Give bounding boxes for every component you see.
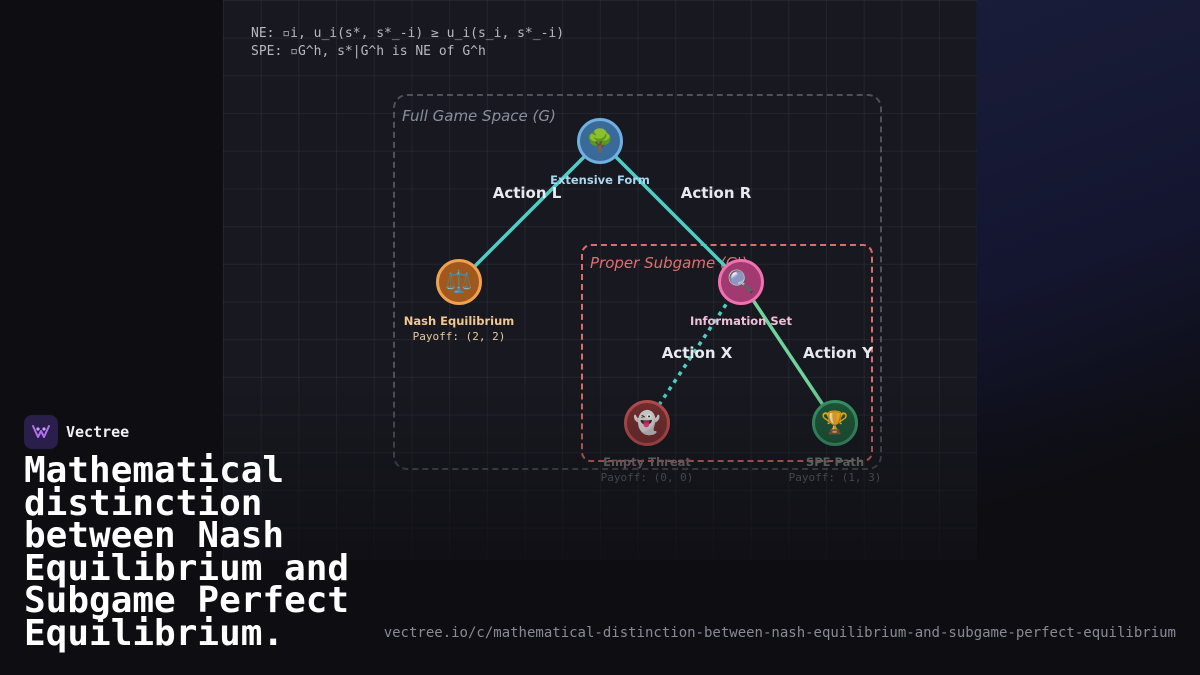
nash-node-label: Nash Equilibrium xyxy=(403,314,515,328)
edge-action-x xyxy=(645,281,743,424)
empty-threat-label: Empty Threat xyxy=(603,455,691,469)
spe-node[interactable]: 🏆 xyxy=(812,400,858,446)
subgame-label: Proper Subgame (G') xyxy=(590,254,748,272)
root-node[interactable]: 🌳 xyxy=(577,118,623,164)
magnifier-icon: 🔍 xyxy=(727,269,755,295)
edge-action-r xyxy=(598,139,743,284)
edge-label-action-x: Action X xyxy=(661,344,733,362)
brand[interactable]: Vectree xyxy=(24,415,129,449)
edge-label-action-r: Action R xyxy=(680,184,752,202)
edge-label-action-y: Action Y xyxy=(803,344,873,362)
root-node-label: Extensive Form xyxy=(550,173,650,187)
vectree-logo-icon xyxy=(24,415,58,449)
spe-node-payoff: Payoff: (1, 3) xyxy=(788,471,882,484)
empty-threat-payoff: Payoff: (0, 0) xyxy=(600,471,694,484)
info-set-node-label: Information Set xyxy=(690,314,792,328)
ghost-icon: 👻 xyxy=(633,410,661,436)
empty-threat-node[interactable]: 👻 xyxy=(624,400,670,446)
info-set-node[interactable]: 🔍 xyxy=(718,259,764,305)
full-game-label: Full Game Space (G) xyxy=(402,107,556,125)
nash-node[interactable]: ⚖️ xyxy=(436,259,482,305)
spe-node-label: SPE Path xyxy=(805,455,865,469)
brand-name: Vectree xyxy=(66,423,130,441)
tree-icon: 🌳 xyxy=(586,128,614,154)
ne-formula: NE: ▫i, u_i(s*, s*_-i) ≥ u_i(s_i, s*_-i) xyxy=(251,26,565,41)
scales-icon: ⚖️ xyxy=(445,269,473,295)
nash-node-payoff: Payoff: (2, 2) xyxy=(412,330,506,343)
edge-action-l xyxy=(457,139,602,284)
spe-formula: SPE: ▫G^h, s*|G^h is NE of G^h xyxy=(251,44,486,59)
headline: Mathematical distinction between Nash Eq… xyxy=(24,450,350,654)
page-url[interactable]: vectree.io/c/mathematical-distinction-be… xyxy=(383,625,1176,641)
trophy-icon: 🏆 xyxy=(821,410,849,436)
edge-label-action-l: Action L xyxy=(492,184,562,202)
